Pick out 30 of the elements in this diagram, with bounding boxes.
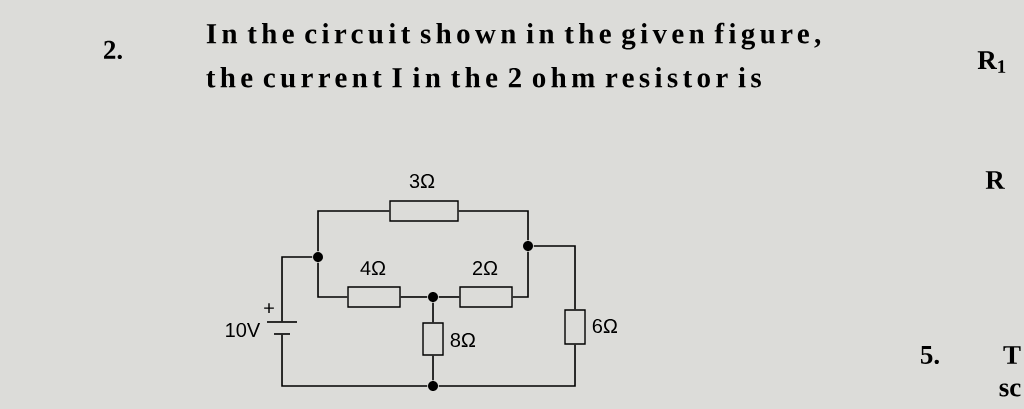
wire [438,343,576,387]
question-text: In the circuit shown in the given figure, the current I in the 2 ohm resistor is [206,22,821,88]
text-fragment: T [1003,346,1021,364]
wire [438,296,461,298]
resistor: 3Ω [389,173,459,222]
wire [399,296,428,298]
wire [281,256,313,322]
node-label: 8Ω [450,332,476,348]
resistor: 2Ω [459,261,513,308]
question-number: 5. [920,345,939,364]
wire [317,210,391,252]
question-number: 2. [104,40,122,60]
resistor: 4Ω [347,261,401,308]
wire [317,262,349,298]
battery: 10V + [226,303,298,338]
text-fragment: R$_{1}$ [977,51,1006,73]
wire [281,334,428,387]
wire [457,210,529,241]
text-fragment: R [985,171,1005,189]
wire [432,354,434,381]
resistor: 6Ω [564,309,617,345]
text-fragment: sc [999,383,1021,397]
wire [432,302,434,324]
node-label: 3Ω [409,173,435,189]
node-label: 4Ω [360,261,386,275]
wire [533,245,576,311]
node-label: 2Ω [472,261,498,275]
node-label: 6Ω [592,318,618,334]
wire [511,251,529,298]
resistor: 8Ω [422,322,475,356]
